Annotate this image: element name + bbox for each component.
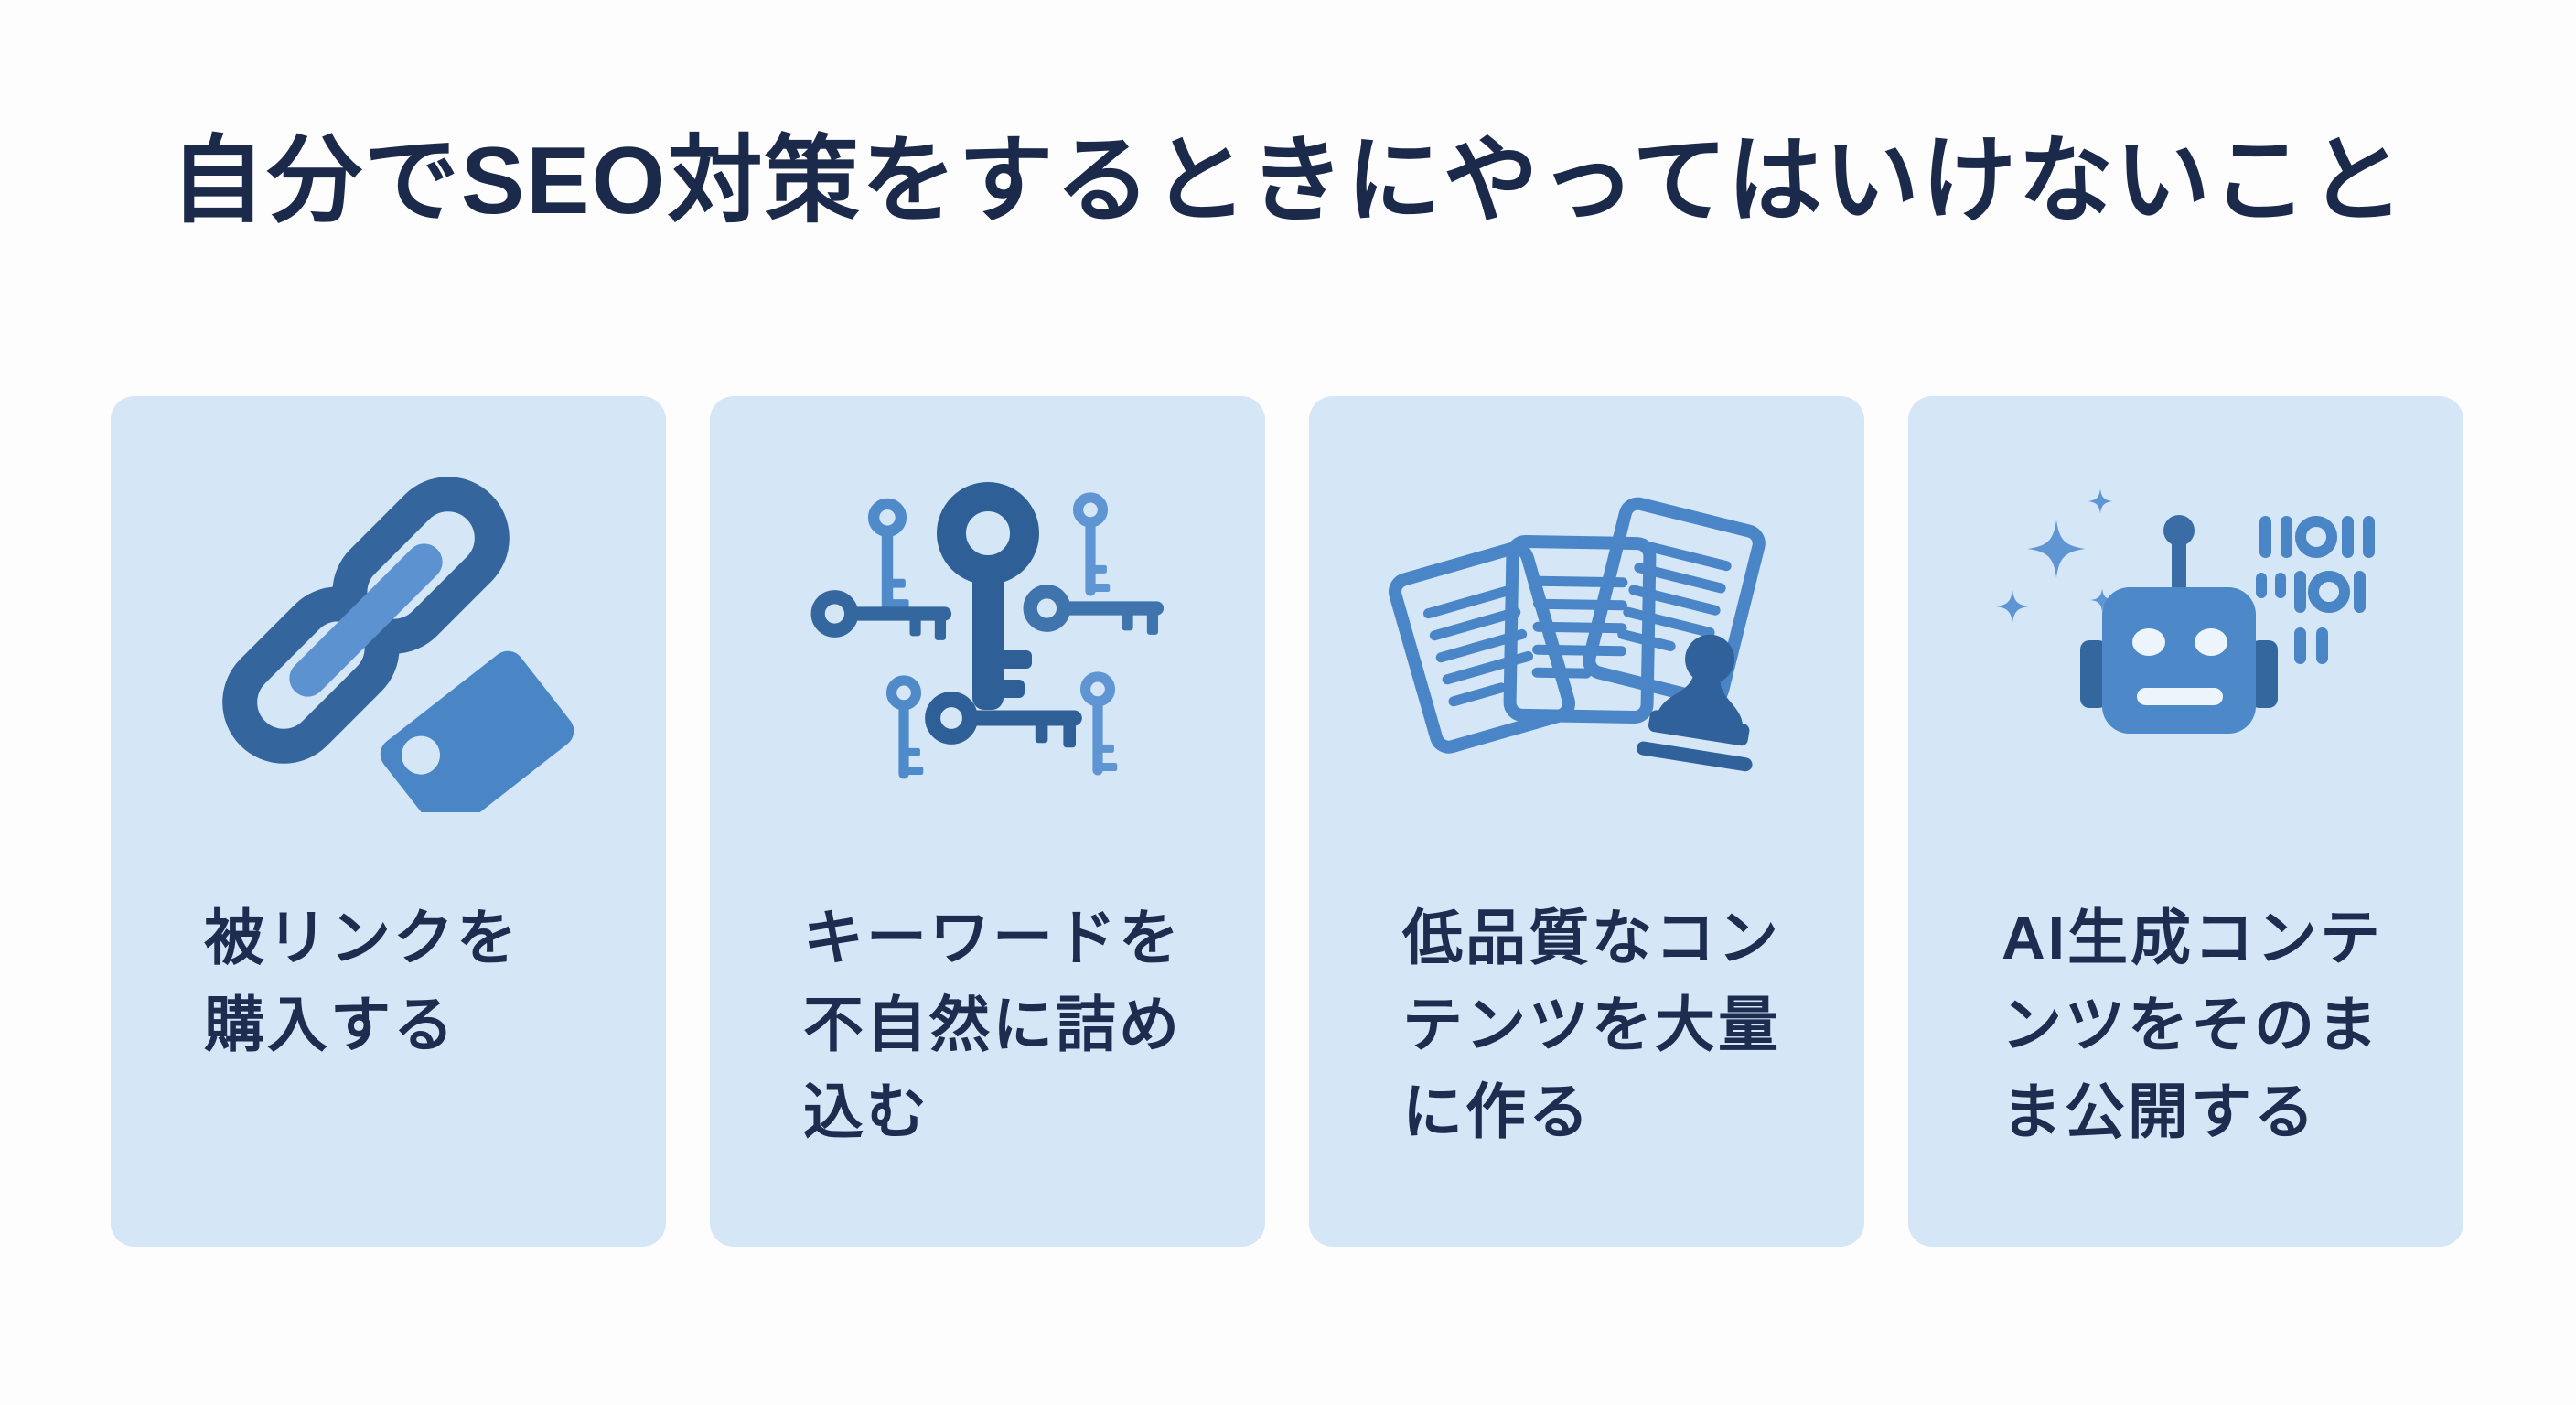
keys-icon	[796, 482, 1180, 808]
card-buy-backlinks: 被リンクを 購入する	[111, 396, 666, 1247]
ai-robot-icon	[1995, 488, 2375, 734]
card-label: 低品質なコン テンツを大量 に作る	[1402, 904, 1781, 1146]
page-title: 自分でSEO対策をするときにやってはいけないこと	[169, 128, 2407, 234]
card-keyword-stuffing: キーワードを 不自然に詰め 込む	[710, 396, 1265, 1247]
card-icon-wrap	[710, 474, 1265, 812]
chain-link-price-tag-icon	[221, 477, 574, 812]
cards-container: 被リンクを 購入する	[111, 396, 2463, 1247]
card-icon-wrap	[1309, 474, 1864, 812]
card-label: 被リンクを 購入する	[204, 904, 520, 1059]
card-ai-content: AI生成コンテ ンツをそのま ま公開する	[1908, 396, 2463, 1247]
documents-stamp-icon	[1386, 478, 1788, 772]
card-label: AI生成コンテ ンツをそのま ま公開する	[2002, 904, 2383, 1146]
card-label: キーワードを 不自然に詰め 込む	[803, 904, 1182, 1146]
card-low-quality-content: 低品質なコン テンツを大量 に作る	[1309, 396, 1864, 1247]
card-icon-wrap	[1908, 474, 2463, 812]
card-icon-wrap	[111, 474, 666, 812]
